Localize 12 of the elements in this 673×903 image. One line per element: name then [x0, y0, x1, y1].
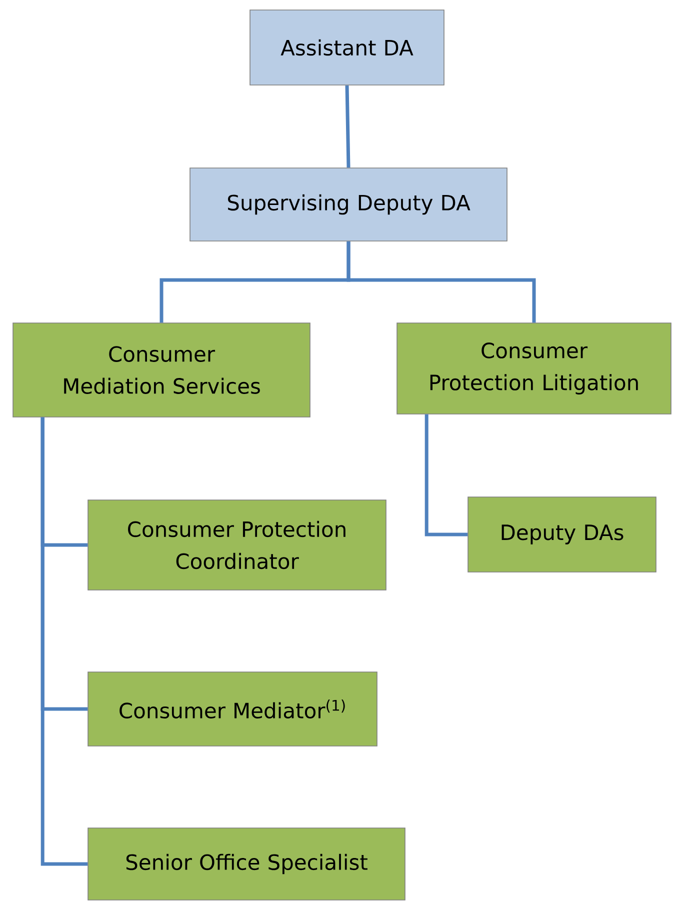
org-box: Supervising Deputy DA	[190, 168, 508, 242]
org-box: Assistant DA	[250, 10, 444, 86]
connector-line	[346, 241, 536, 323]
connector-line	[424, 414, 468, 536]
connector-line	[345, 85, 350, 168]
org-box: Consumer Protection Coordinator	[88, 500, 386, 590]
org-box: Consumer Protection Litigation	[396, 322, 672, 414]
org-box: Deputy DAs	[468, 496, 656, 572]
org-box: Consumer Mediator$^{(1)}$	[88, 672, 378, 746]
connector-line	[40, 417, 88, 866]
org-box: Consumer Mediation Services	[12, 322, 310, 418]
org-box: Senior Office Specialist	[88, 828, 406, 900]
